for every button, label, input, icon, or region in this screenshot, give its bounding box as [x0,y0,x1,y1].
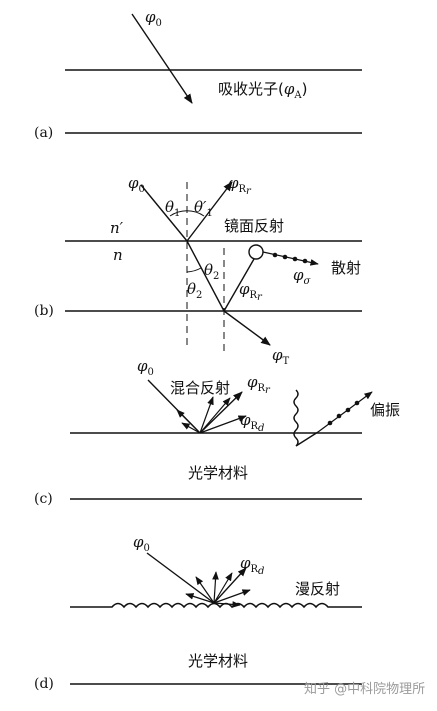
scatter-dots [272,252,308,264]
diffuse-ray-7 [213,601,241,608]
incident-ray [140,184,188,242]
n-prime-label: n′ [110,219,124,237]
reflect-ray-rd [199,415,247,434]
polarized-wave [293,389,319,447]
scatter-symbol: φσ [293,266,312,287]
diffuse-label: 漫反射 [295,580,340,598]
rr-symbol-c: φRr [247,373,271,396]
theta1p-label: θ′1 [194,198,213,219]
reflect-ray-4 [176,409,201,434]
panel-label-c: (c) [34,491,53,507]
scatter-label: 散射 [331,259,361,277]
material-label-d: 光学材料 [188,652,248,670]
diffuse-ray-4 [195,576,215,604]
absorbed-ray [131,13,193,104]
panel-a: φ0 吸收光子(φA) (a) [34,8,362,141]
diffuse-ray-6 [213,589,251,604]
transmitted-ray [223,310,271,346]
panel-label-b: (b) [34,303,54,319]
incident-symbol: φ0 [145,8,162,29]
diffuse-ray-3 [212,571,219,604]
transmit-symbol: φT [272,346,290,367]
panel-label-a: (a) [34,125,53,141]
incident-symbol-d: φ0 [133,533,150,554]
scatter-ray [262,251,319,266]
reflect-ray-2 [199,397,231,434]
panel-c: φ0 混合反射 φRr φRd 偏振 光学材料 (c) [34,357,400,507]
diffuse-ray-2 [213,572,233,604]
reflect-ray-5 [181,422,201,434]
panel-b: φ0 θ1 θ′1 φRr 镜面反射 n′ n θ2 θ2 φσ 散射 φRr … [34,174,362,367]
mixed-label: 混合反射 [170,379,230,397]
rd-symbol-d: φRd [240,554,264,577]
polarized-out-ray [317,391,373,433]
scatter-particle [248,244,264,260]
theta2-arc [186,267,202,273]
n-label: n [113,246,123,264]
incident-ray-d [146,552,215,604]
rough-surface [70,602,362,609]
diffuse-ray-5 [185,593,215,604]
reflect-symbol-b: φRr [228,174,252,197]
theta2b-label: θ2 [187,280,202,301]
theta1-arc [169,210,205,217]
refracted-ray [186,240,225,312]
specular-label: 镜面反射 [224,217,284,235]
incident-symbol-b: φ0 [128,174,145,195]
watermark: 知乎 @中科院物理所 [304,681,425,697]
rd-symbol-c: φRd [240,411,264,434]
reflect-ray-3 [199,396,214,434]
material-label-c: 光学材料 [188,464,248,482]
panel-label-d: (d) [34,676,54,692]
specular-ray [186,181,233,242]
internal-reflect-ray [223,258,255,312]
polar-label: 偏振 [370,401,400,419]
absorb-label: 吸收光子(φA) [218,80,307,101]
theta2a-label: θ2 [204,261,219,282]
theta1-label: θ1 [165,198,180,219]
reflect-ray-rr [199,391,243,434]
inner-reflect-symbol: φRr [239,280,263,303]
panel-d: φ0 φRd 漫反射 光学材料 (d) [34,533,362,692]
polarized-dots [327,400,360,426]
incident-symbol-c: φ0 [137,357,154,378]
diffuse-ray-1 [213,567,247,604]
